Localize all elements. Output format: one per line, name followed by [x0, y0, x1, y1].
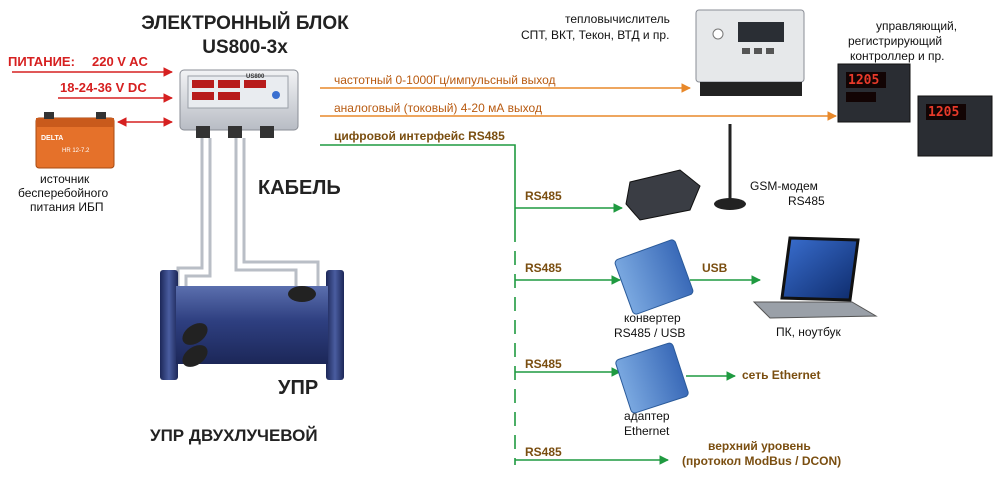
- cable-label: КАБЕЛЬ: [258, 177, 341, 199]
- controller-display-1: 1205: [848, 73, 880, 88]
- upper-level-label-line1: верхний уровень: [708, 439, 811, 453]
- digital-interface-label: цифровой интерфейс RS485: [334, 129, 505, 143]
- power-ac-label: 220 V AC: [92, 54, 148, 69]
- rs485-label-upper: RS485: [525, 445, 562, 459]
- controller-icon: [837, 63, 993, 157]
- rs485-label-gsm: RS485: [525, 189, 562, 203]
- controller-label-line2: регистрирующий: [848, 34, 943, 48]
- electronic-unit-icon: [179, 69, 299, 138]
- unit-title-line1: ЭЛЕКТРОННЫЙ БЛОК: [141, 13, 349, 34]
- heat-calculator-icon: [695, 9, 805, 96]
- rs485-bus: [320, 144, 761, 465]
- controller-label-line1: управляющий,: [876, 19, 958, 33]
- meter-type-label: УПР ДВУХЛУЧЕВОЙ: [150, 426, 318, 445]
- ethernet-adapter-icon: [615, 342, 689, 414]
- rs485-label-converter: RS485: [525, 261, 562, 275]
- ups-label-line2: бесперебойного: [18, 186, 109, 200]
- pc-label: ПК, ноутбук: [776, 325, 841, 339]
- converter-icon: [614, 239, 694, 315]
- controller-label-line3: контроллер и пр.: [850, 49, 945, 63]
- battery-brand: DELTA: [41, 135, 64, 142]
- upper-level-label-line2: (протокол ModBus / DCON): [682, 454, 842, 468]
- laptop-icon: [752, 236, 878, 319]
- usb-label: USB: [702, 261, 728, 275]
- adapter-label-line1: адаптер: [624, 409, 670, 423]
- adapter-label-line2: Ethernet: [624, 424, 670, 438]
- ups-label-line1: источник: [40, 172, 90, 186]
- sensor-cables: [176, 138, 320, 292]
- controller-display-2: 1205: [928, 105, 960, 120]
- ups-battery-icon: [35, 112, 115, 169]
- power-label: ПИТАНИЕ:: [8, 54, 75, 69]
- heat-calc-label-line2: СПТ, ВКТ, Текон, ВТД и пр.: [521, 28, 670, 42]
- unit-title-line2: US800-3x: [202, 37, 288, 58]
- meter-label: УПР: [278, 377, 319, 399]
- ups-label-line3: питания ИБП: [30, 200, 104, 214]
- battery-model: HR 12-7.2: [62, 148, 90, 154]
- converter-label-line1: конвертер: [624, 311, 681, 325]
- heat-calc-label-line1: тепловычислитель: [565, 12, 670, 26]
- ethernet-label: сеть Ethernet: [742, 368, 821, 382]
- flow-meter-pipe-icon: [160, 270, 344, 380]
- gsm-label-line1: GSM-модем: [750, 179, 818, 193]
- power-dc-label: 18-24-36 V DC: [60, 80, 147, 95]
- gsm-modem-icon: [625, 124, 746, 221]
- gsm-label-line2: RS485: [788, 194, 825, 208]
- analog-output-label: аналоговый (токовый) 4-20 мА выход: [334, 101, 542, 115]
- converter-label-line2: RS485 / USB: [614, 326, 686, 340]
- unit-brand: US800: [246, 74, 265, 80]
- rs485-label-adapter: RS485: [525, 357, 562, 371]
- freq-output-label: частотный 0-1000Гц/импульсный выход: [334, 73, 556, 87]
